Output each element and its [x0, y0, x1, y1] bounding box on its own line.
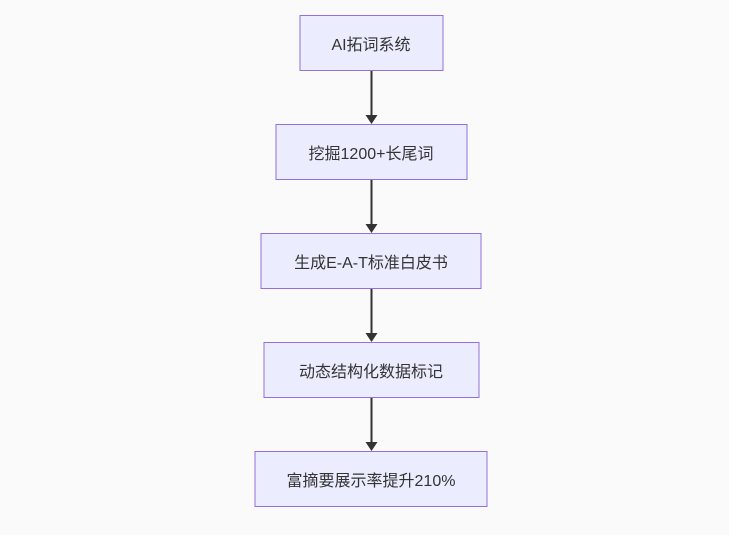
flow-node-rich-snippet-rate-result: 富摘要展示率提升210% — [254, 451, 488, 507]
flow-node-label: 动态结构化数据标记 — [298, 364, 443, 381]
flow-arrow-c-to-d — [365, 289, 377, 342]
arrow-head-down-icon — [365, 115, 377, 124]
arrow-head-down-icon — [365, 333, 377, 342]
flow-node-label: 富摘要展示率提升210% — [286, 473, 456, 490]
arrow-line — [370, 398, 372, 442]
flow-node-label: 挖掘1200+长尾词 — [308, 146, 434, 163]
flowchart-column: AI拓词系统 挖掘1200+长尾词 生成E-A-T标准白皮书 动态结构化数据标记 — [254, 15, 488, 507]
arrow-line — [370, 180, 372, 224]
flow-node-label: AI拓词系统 — [331, 37, 411, 54]
flow-arrow-b-to-c — [365, 180, 377, 233]
arrow-line — [370, 289, 372, 333]
arrow-line — [370, 71, 372, 115]
flow-node-longtail-keyword-mining: 挖掘1200+长尾词 — [275, 124, 467, 180]
flow-node-dynamic-structured-data-markup: 动态结构化数据标记 — [263, 342, 479, 398]
arrow-head-down-icon — [365, 442, 377, 451]
arrow-head-down-icon — [365, 224, 377, 233]
flow-node-label: 生成E-A-T标准白皮书 — [294, 255, 448, 272]
flow-node-eat-whitepaper-generation: 生成E-A-T标准白皮书 — [260, 233, 482, 289]
flow-arrow-a-to-b — [365, 71, 377, 124]
flow-node-ai-word-expansion-system: AI拓词系统 — [299, 15, 443, 71]
flow-arrow-d-to-e — [365, 398, 377, 451]
